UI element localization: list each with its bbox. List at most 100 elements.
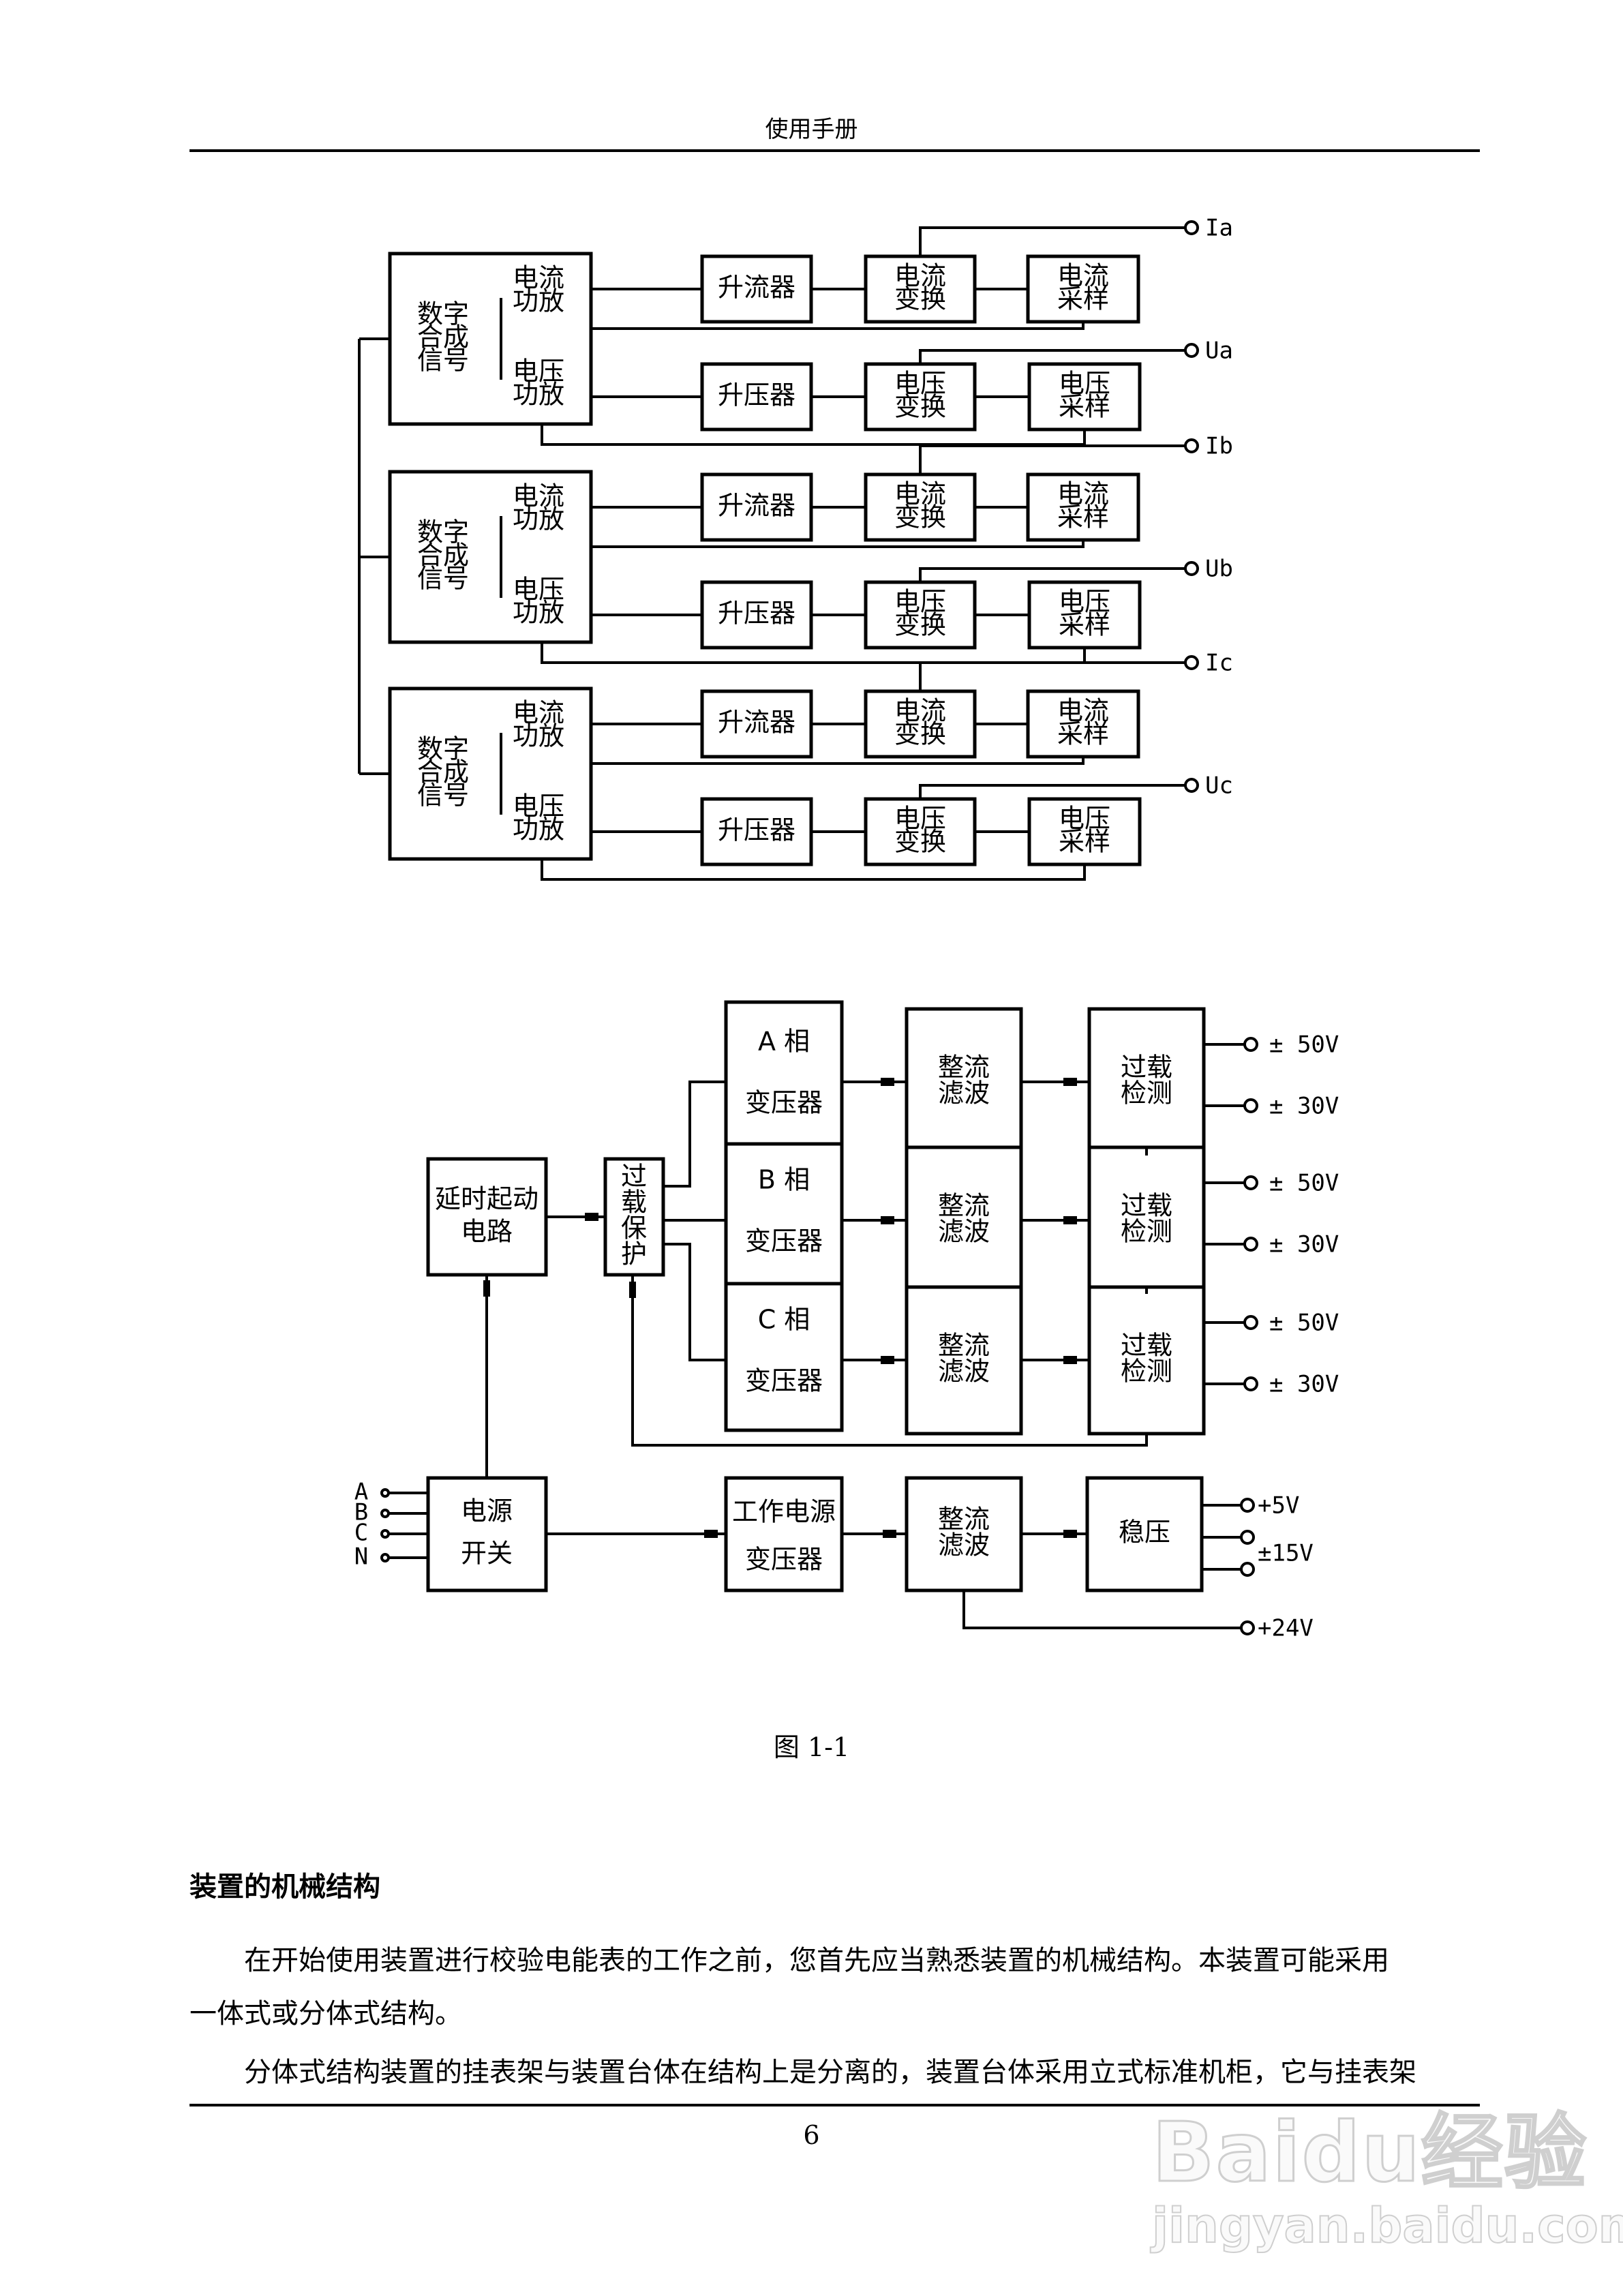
overload-protect-label: 载: [621, 1188, 647, 1218]
phase-transformer-box: [724, 1000, 844, 1151]
output-30v-label: ± 30V: [1269, 1371, 1339, 1398]
current-converter-label: 变换: [894, 284, 946, 314]
regulator-label: 稳压: [1119, 1517, 1170, 1547]
current-amp-label: 电流: [513, 263, 564, 293]
current-converter-label: 电流: [894, 261, 946, 291]
terminal-icon: [1243, 1175, 1258, 1190]
current-output-label: Ic: [1205, 650, 1233, 677]
voltage-converter-box: [864, 362, 977, 432]
power-switch-box: [426, 1476, 548, 1592]
current-converter-label: 电流: [894, 696, 946, 726]
output-50v-label: ± 50V: [1269, 1031, 1339, 1059]
rectifier-filter-label: 滤波: [938, 1078, 990, 1108]
output-terminal-icon: [1184, 561, 1199, 576]
rectifier-filter-box: [905, 1145, 1023, 1296]
watermark-brand: Baidu经验: [1151, 2105, 1588, 2202]
section-heading: 装置的机械结构: [189, 1871, 380, 1903]
voltage-booster-label: 升压器: [718, 815, 795, 845]
voltage-converter-label: 电压: [894, 369, 946, 399]
output-terminal-icon: [1184, 778, 1199, 793]
voltage-output-label: Ub: [1205, 556, 1233, 583]
phase-input-label: A: [354, 1479, 368, 1506]
overload-detect-box: [1087, 1145, 1206, 1296]
voltage-feedback-wire: [541, 859, 1086, 881]
phase-transformer-label: C 相: [758, 1305, 810, 1335]
work-rectifier-label: 整流: [938, 1505, 990, 1535]
rectifier-filter-label: 滤波: [938, 1357, 990, 1387]
signal-source-label: 数字: [417, 517, 469, 547]
overload-protect-box: [603, 1157, 665, 1277]
output-50v-label: ± 50V: [1269, 1170, 1339, 1197]
rectifier-filter-label: 整流: [938, 1053, 990, 1083]
paragraph-2: 分体式结构装置的挂表架与装置台体在结构上是分离的，装置台体采用立式标准机柜，它与…: [189, 2057, 1416, 2088]
connector-icon: [1063, 1078, 1077, 1086]
voltage-converter-box: [864, 797, 977, 866]
voltage-converter-label: 电压: [894, 804, 946, 834]
connector-icon: [881, 1356, 894, 1364]
current-sampler-box: [1026, 472, 1140, 542]
signal-source-label: 数字: [417, 299, 469, 329]
voltage-output-wire: [919, 784, 1185, 799]
voltage-sampler-label: 采样: [1059, 392, 1110, 422]
current-booster-label: 升流器: [718, 708, 795, 738]
power-switch-label: 电源: [461, 1496, 513, 1526]
branch-a-wire: [663, 1081, 726, 1188]
watermark-url: jingyan.baidu.com: [1151, 2197, 1623, 2254]
current-amp-label: 功放: [513, 721, 564, 751]
branch-c-wire: [663, 1243, 726, 1361]
current-sampler-label: 电流: [1057, 479, 1109, 509]
phase-transformer-label: B 相: [758, 1165, 810, 1195]
baidu-watermark: Baidu经验 jingyan.baidu.com: [1151, 2086, 1623, 2255]
page-number: 6: [803, 2120, 820, 2150]
overload-detect-label: 过载: [1121, 1191, 1172, 1221]
current-booster-label: 升流器: [718, 491, 795, 521]
voltage-feedback-wire: [541, 642, 1086, 664]
current-sampler-label: 电流: [1057, 696, 1109, 726]
overload-protect-label: 保: [621, 1213, 647, 1243]
connector-icon: [883, 1530, 896, 1538]
voltage-sampler-box: [1027, 362, 1142, 432]
overload-detect-label: 检测: [1121, 1217, 1172, 1247]
overload-detect-label: 过载: [1121, 1331, 1172, 1361]
voltage-sampler-box: [1027, 797, 1142, 866]
phase-transformer-label: 变压器: [745, 1366, 823, 1396]
phase-transformer-box: [724, 1282, 844, 1432]
terminal-icon: [1243, 1376, 1258, 1391]
current-sampler-label: 采样: [1057, 502, 1109, 532]
signal-source-label: 数字: [417, 734, 469, 764]
current-sampler-label: 采样: [1057, 284, 1109, 314]
voltage-sampler-label: 电压: [1059, 369, 1110, 399]
current-sampler-label: 电流: [1057, 261, 1109, 291]
voltage-booster-label: 升压器: [718, 599, 795, 629]
output-terminal-icon: [1184, 438, 1199, 453]
signal-source-label: 信号: [417, 781, 469, 811]
terminal-icon: [1243, 1237, 1258, 1252]
voltage-booster-box: [700, 580, 813, 650]
terminal-icon: [1243, 1098, 1258, 1113]
voltage-sampler-label: 采样: [1059, 827, 1110, 857]
power-switch-label: 开关: [461, 1539, 513, 1569]
voltage-output-label: Uc: [1205, 772, 1233, 800]
rectifier-filter-label: 滤波: [938, 1217, 990, 1247]
regulator-box: [1085, 1476, 1204, 1592]
signal-source-box: [388, 252, 593, 426]
terminal-icon: [1240, 1562, 1255, 1577]
connector-icon: [1063, 1530, 1077, 1538]
connector-icon: [585, 1213, 598, 1221]
work-transformer-label: 变压器: [745, 1545, 823, 1575]
voltage-booster-label: 升压器: [718, 380, 795, 410]
voltage-amp-label: 功放: [513, 380, 564, 410]
rectifier-filter-box: [905, 1285, 1023, 1436]
voltage-output-label: Ua: [1205, 337, 1233, 365]
running-header: 使用手册: [765, 116, 858, 143]
output-24v-wire: [962, 1590, 1241, 1629]
current-output-label: Ib: [1205, 433, 1233, 460]
signal-source-label: 合成: [417, 757, 469, 787]
voltage-feedback-wire: [541, 424, 1086, 446]
paragraph-1-cont: 一体式或分体式结构。: [189, 1998, 462, 2029]
connector-icon: [704, 1530, 718, 1538]
terminal-icon: [1240, 1620, 1255, 1635]
output-24v-label: +24V: [1258, 1615, 1314, 1642]
voltage-sampler-label: 电压: [1059, 804, 1110, 834]
